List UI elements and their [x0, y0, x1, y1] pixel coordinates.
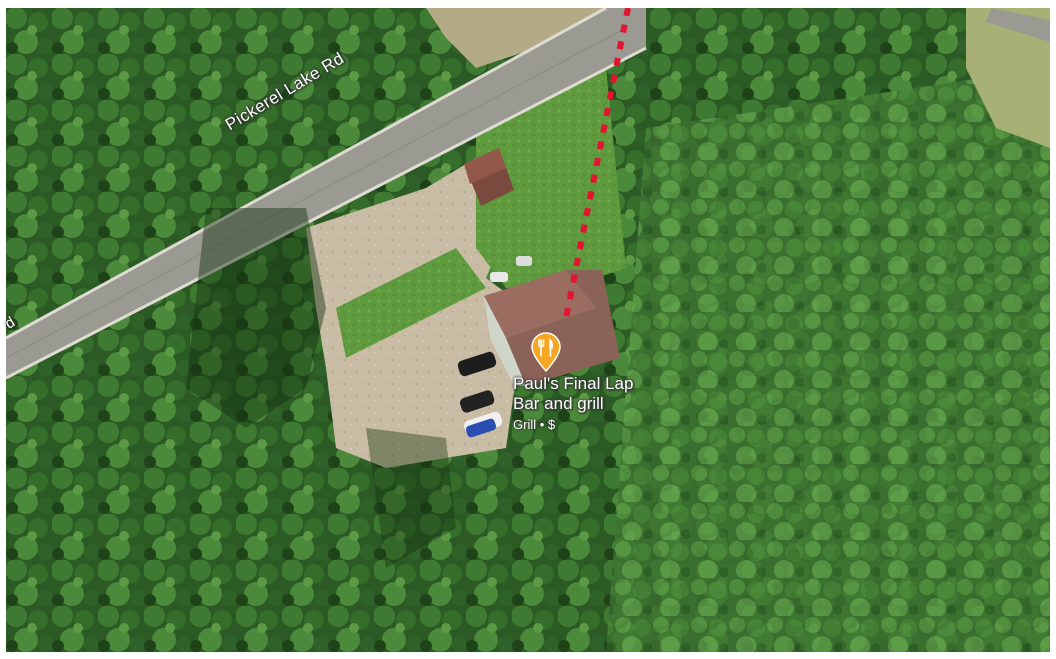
poi-name-line2: Bar and grill [513, 394, 604, 413]
poi-name-line1: Paul's Final Lap [513, 374, 634, 393]
poi-price: $ [547, 417, 556, 432]
shed-building [464, 148, 514, 206]
poi-category-label: Grill [513, 417, 537, 432]
sandy-patch [426, 8, 606, 68]
road-surface [6, 8, 646, 378]
open-field [966, 8, 1050, 148]
poi-separator: • [539, 417, 545, 432]
poi-category: Grill • $ [513, 417, 555, 432]
restaurant-pin-icon[interactable] [529, 332, 563, 372]
grass-strip [336, 248, 486, 358]
restaurant-building [484, 270, 620, 386]
side-road [986, 8, 1050, 42]
forest-canopy-light [606, 68, 1050, 652]
grass-lawn [476, 68, 626, 288]
parked-cars [457, 256, 532, 438]
poi-name[interactable]: Paul's Final Lap Bar and grill [513, 374, 633, 414]
route-line [563, 8, 631, 319]
satellite-imagery [6, 8, 1050, 652]
